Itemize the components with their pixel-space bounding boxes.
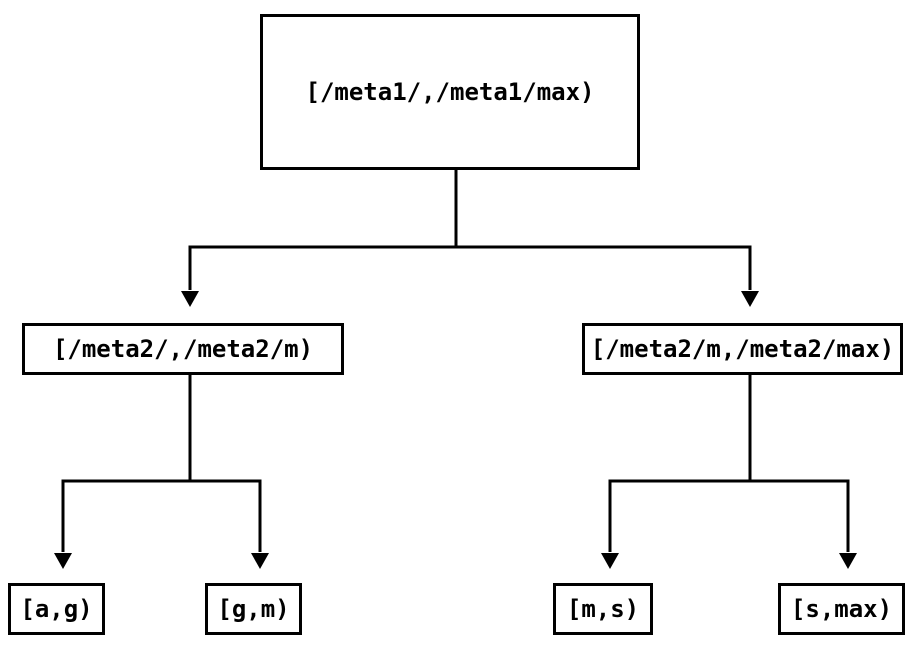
edge-root-to-meta2-lo <box>188 170 458 290</box>
node-range-m-s: [m,s) <box>553 583 653 635</box>
node-meta1-range: [/meta1/,/meta1/max) <box>260 14 640 170</box>
node-meta2-high-range: [/meta2/m,/meta2/max) <box>582 323 903 375</box>
node-range-g-m: [g,m) <box>205 583 302 635</box>
arrow-down-icon <box>839 553 857 569</box>
edge-meta2-lo-to-leaf-ag <box>61 375 192 552</box>
node-range-a-g: [a,g) <box>8 583 105 635</box>
edge-meta2-hi-to-leaf-ms <box>608 375 752 552</box>
arrow-down-icon <box>181 291 199 307</box>
arrow-down-icon <box>601 553 619 569</box>
arrow-down-icon <box>741 291 759 307</box>
node-range-s-max: [s,max) <box>778 583 905 635</box>
arrow-down-icon <box>54 553 72 569</box>
edge-root-to-meta2-hi <box>454 170 752 290</box>
arrow-down-icon <box>251 553 269 569</box>
edge-meta2-hi-to-leaf-smax <box>748 375 850 552</box>
node-meta2-low-range: [/meta2/,/meta2/m) <box>22 323 344 375</box>
edge-meta2-lo-to-leaf-gm <box>188 375 262 552</box>
